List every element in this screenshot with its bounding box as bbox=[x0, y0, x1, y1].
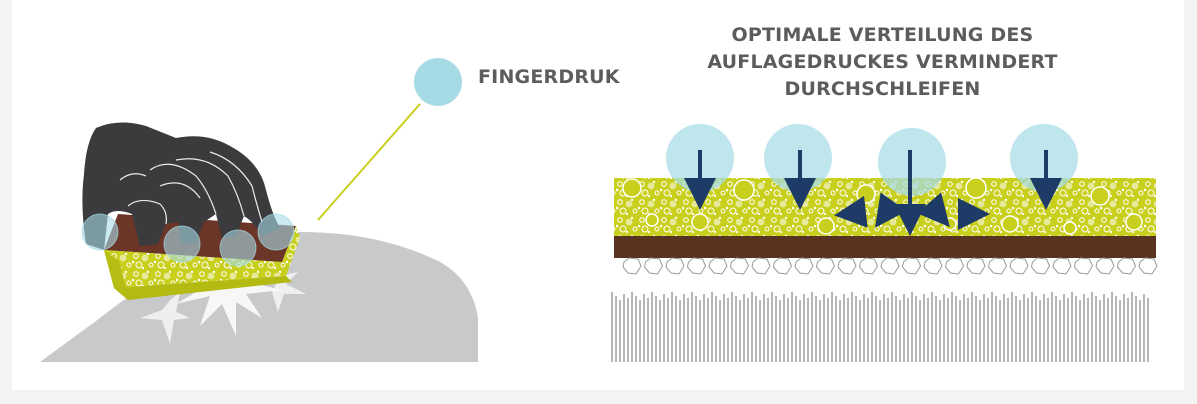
abrasive-grain bbox=[772, 257, 793, 275]
pressure-arrow-icon bbox=[684, 150, 1062, 236]
headline: OPTIMALE VERTEILUNG DES AUFLAGEDRUCKES V… bbox=[690, 22, 1075, 103]
abrasive-grain bbox=[1116, 257, 1137, 275]
abrasive-grain bbox=[665, 257, 685, 275]
abrasive-grain bbox=[1138, 257, 1158, 275]
abrasive-grain bbox=[1009, 257, 1029, 275]
abrasive-grains bbox=[622, 257, 1158, 275]
abrasive-grain bbox=[901, 257, 922, 275]
abrasive-grain bbox=[987, 257, 1008, 275]
work-surface bbox=[40, 232, 478, 362]
backing-layer bbox=[614, 236, 1156, 258]
workpiece-fibers bbox=[611, 292, 1149, 362]
gloved-hand-icon bbox=[82, 122, 281, 250]
abrasive-grain bbox=[923, 257, 943, 275]
abrasive-grain bbox=[815, 257, 836, 275]
abrasive-grain bbox=[858, 257, 879, 275]
abrasive-grain bbox=[643, 257, 664, 275]
abrasive-grain bbox=[1095, 257, 1115, 275]
abrasive-grain bbox=[1073, 257, 1094, 275]
abrasive-grain bbox=[686, 257, 707, 275]
abrasive-grain bbox=[729, 257, 750, 275]
abrasive-grain bbox=[1052, 257, 1072, 275]
abrasive-grain bbox=[837, 257, 857, 275]
abrasive-grain bbox=[1030, 257, 1051, 275]
finger-pressure-label: FINGERDRUK bbox=[478, 66, 620, 88]
abrasive-grain bbox=[708, 257, 728, 275]
abrasive-grain bbox=[944, 257, 965, 275]
headline-line-1: OPTIMALE VERTEILUNG DES bbox=[731, 24, 1034, 46]
headline-line-2: AUFLAGEDRUCKES VERMINDERT bbox=[707, 51, 1058, 73]
abrasive-grain bbox=[622, 257, 642, 275]
leader-line bbox=[317, 103, 421, 221]
abrasive-grain bbox=[751, 257, 771, 275]
abrasive-grain bbox=[966, 257, 986, 275]
abrasive-grain bbox=[880, 257, 900, 275]
abrasive-grain bbox=[794, 257, 814, 275]
finger-pressure-circles-left bbox=[81, 213, 295, 267]
headline-line-3: DURCHSCHLEIFEN bbox=[784, 78, 981, 100]
finger-pressure-callout bbox=[414, 58, 462, 106]
